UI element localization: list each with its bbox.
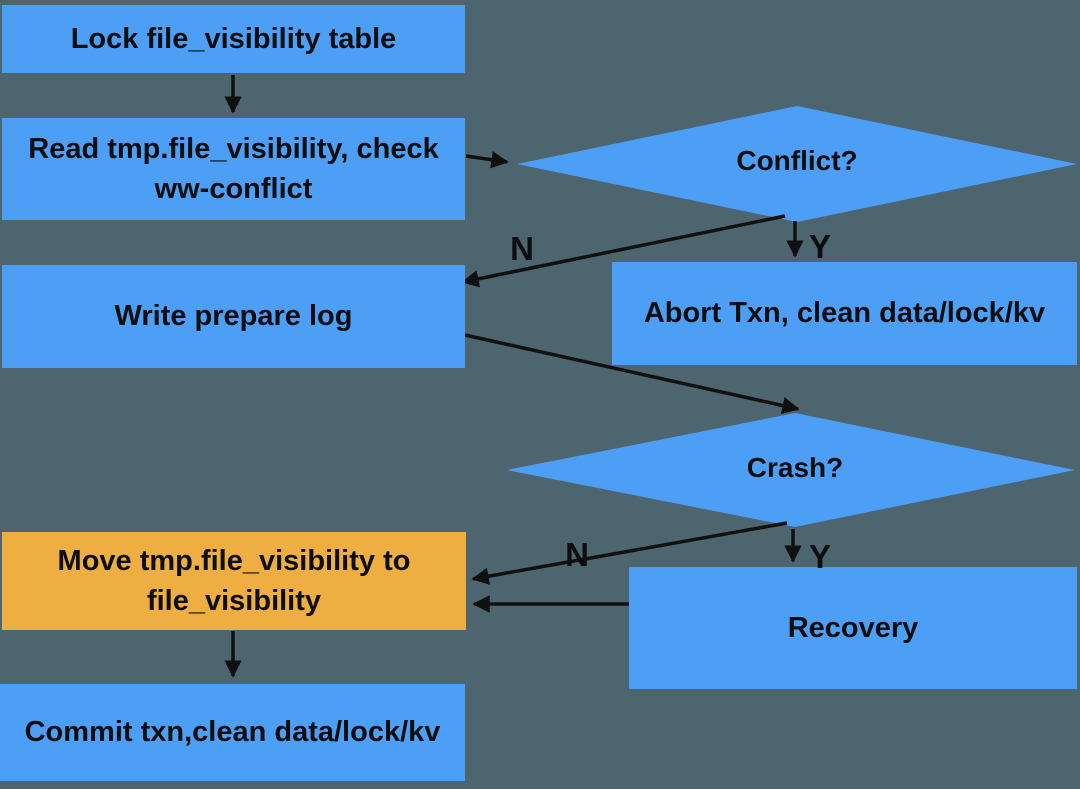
crash-yes-branch-label: Y — [808, 538, 831, 575]
node-label: Abort Txn, clean data/lock/kv — [643, 297, 1046, 330]
node-label: Read tmp.file_visibility, check ww-confl… — [28, 132, 439, 205]
node-lock-file-visibility-table: Lock file_visibility table — [2, 5, 465, 73]
conflict-decision-diamond — [517, 106, 1077, 222]
node-abort-txn-clean: Abort Txn, clean data/lock/kv — [612, 262, 1077, 365]
node-recovery: Recovery — [629, 567, 1077, 689]
node-move-tmp-to-file-visibility: Move tmp.file_visibility to file_visibil… — [2, 532, 466, 630]
conflict-yes-branch-label: Y — [808, 228, 831, 265]
node-read-tmp-check-ww-conflict: Read tmp.file_visibility, check ww-confl… — [2, 118, 465, 220]
node-label: Move tmp.file_visibility to file_visibil… — [57, 544, 411, 617]
crash-no-branch-label: N — [565, 536, 589, 573]
node-label: Commit txn,clean data/lock/kv — [24, 716, 441, 749]
edge-read-to-conflict — [465, 151, 509, 169]
node-label: Lock file_visibility table — [70, 22, 397, 55]
edge-crash-no-to-move — [471, 521, 788, 585]
conflict-decision-label: Conflict? — [736, 145, 858, 176]
crash-decision-label: Crash? — [746, 452, 844, 483]
node-commit-txn-clean: Commit txn,clean data/lock/kv — [0, 684, 465, 781]
node-write-prepare-log: Write prepare log — [2, 265, 465, 368]
node-label: Write prepare log — [114, 300, 353, 333]
edge-write-to-crash — [464, 333, 800, 415]
node-label: Recovery — [787, 611, 919, 644]
crash-decision-diamond — [507, 413, 1075, 527]
edge-conflict-no-to-write — [461, 214, 786, 288]
conflict-no-branch-label: N — [510, 230, 534, 267]
